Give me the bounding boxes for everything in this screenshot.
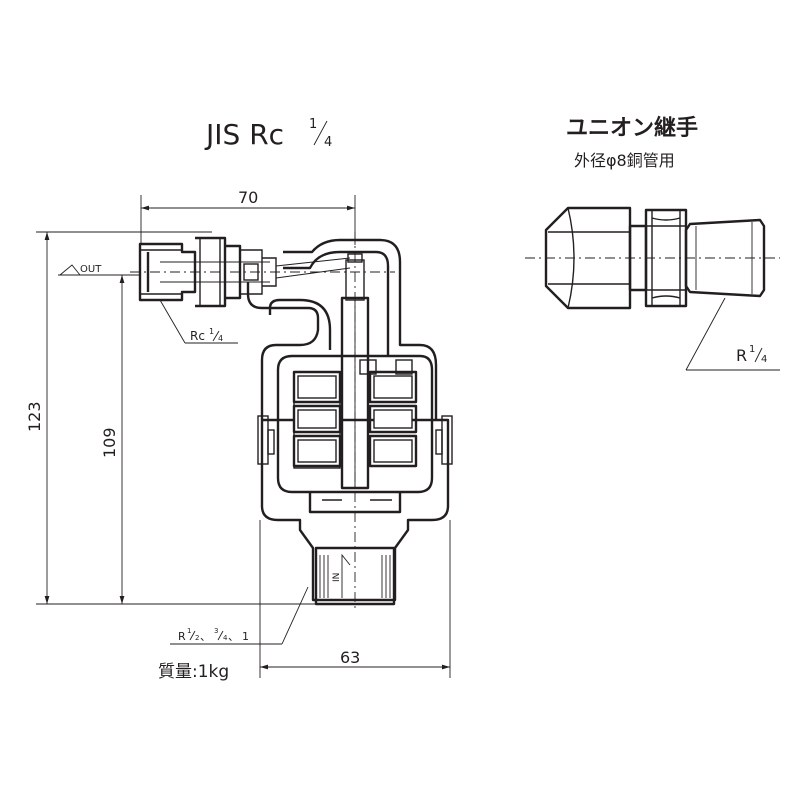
main-title-fraction-slash [313, 120, 328, 146]
rc-callout-prefix: Rc [190, 329, 205, 343]
outlet-fitting [138, 236, 351, 308]
dimension-height-total-value: 123 [25, 401, 44, 432]
main-title-text: JIS Rc [204, 118, 284, 151]
union-subtitle-text: 外径φ8銅管用 [574, 151, 675, 170]
valve-body [130, 232, 453, 610]
svg-text:4: 4 [218, 334, 223, 343]
svg-text:R: R [736, 346, 747, 365]
svg-text:、: 、 [200, 630, 211, 643]
svg-text:、: 、 [228, 630, 239, 643]
dimension-height-inlet: 109 [100, 274, 140, 604]
union-thread-callout: R 1 4 [685, 297, 780, 371]
union-fitting [525, 206, 780, 310]
rc-quarter-callout: Rc 1 4 [159, 299, 238, 344]
dimension-width-value: 70 [238, 188, 258, 207]
svg-text:2: 2 [195, 634, 199, 642]
inlet-thread-callout: R 1 2 、 3 4 、 1 [170, 586, 309, 645]
svg-text:1: 1 [187, 627, 191, 635]
dimension-height-total: 123 [25, 231, 315, 605]
mass-label: 質量:1kg [158, 662, 229, 682]
out-port-label: OUT [80, 264, 102, 275]
svg-text:1: 1 [209, 327, 214, 336]
dimension-height-inlet-value: 109 [100, 427, 119, 458]
union-view-title: ユニオン継手 外径φ8銅管用 [566, 115, 698, 170]
main-title-sub: 4 [324, 135, 332, 150]
dimension-width-bottom-value: 63 [340, 648, 360, 667]
main-title-sup: 1 [309, 117, 317, 132]
svg-text:4: 4 [223, 634, 228, 642]
svg-text:1: 1 [749, 344, 755, 355]
svg-text:3: 3 [214, 627, 218, 635]
dimension-width-bottom: 63 [259, 520, 451, 678]
dimension-width: 70 [140, 188, 356, 245]
in-port-label: IN [332, 573, 342, 582]
out-port-marker: OUT [58, 264, 135, 276]
svg-text:R: R [178, 630, 186, 643]
svg-text:1: 1 [242, 630, 249, 643]
main-view-title: JIS Rc 1 4 [204, 117, 332, 151]
svg-text:4: 4 [761, 354, 767, 365]
union-title-text: ユニオン継手 [566, 115, 698, 141]
